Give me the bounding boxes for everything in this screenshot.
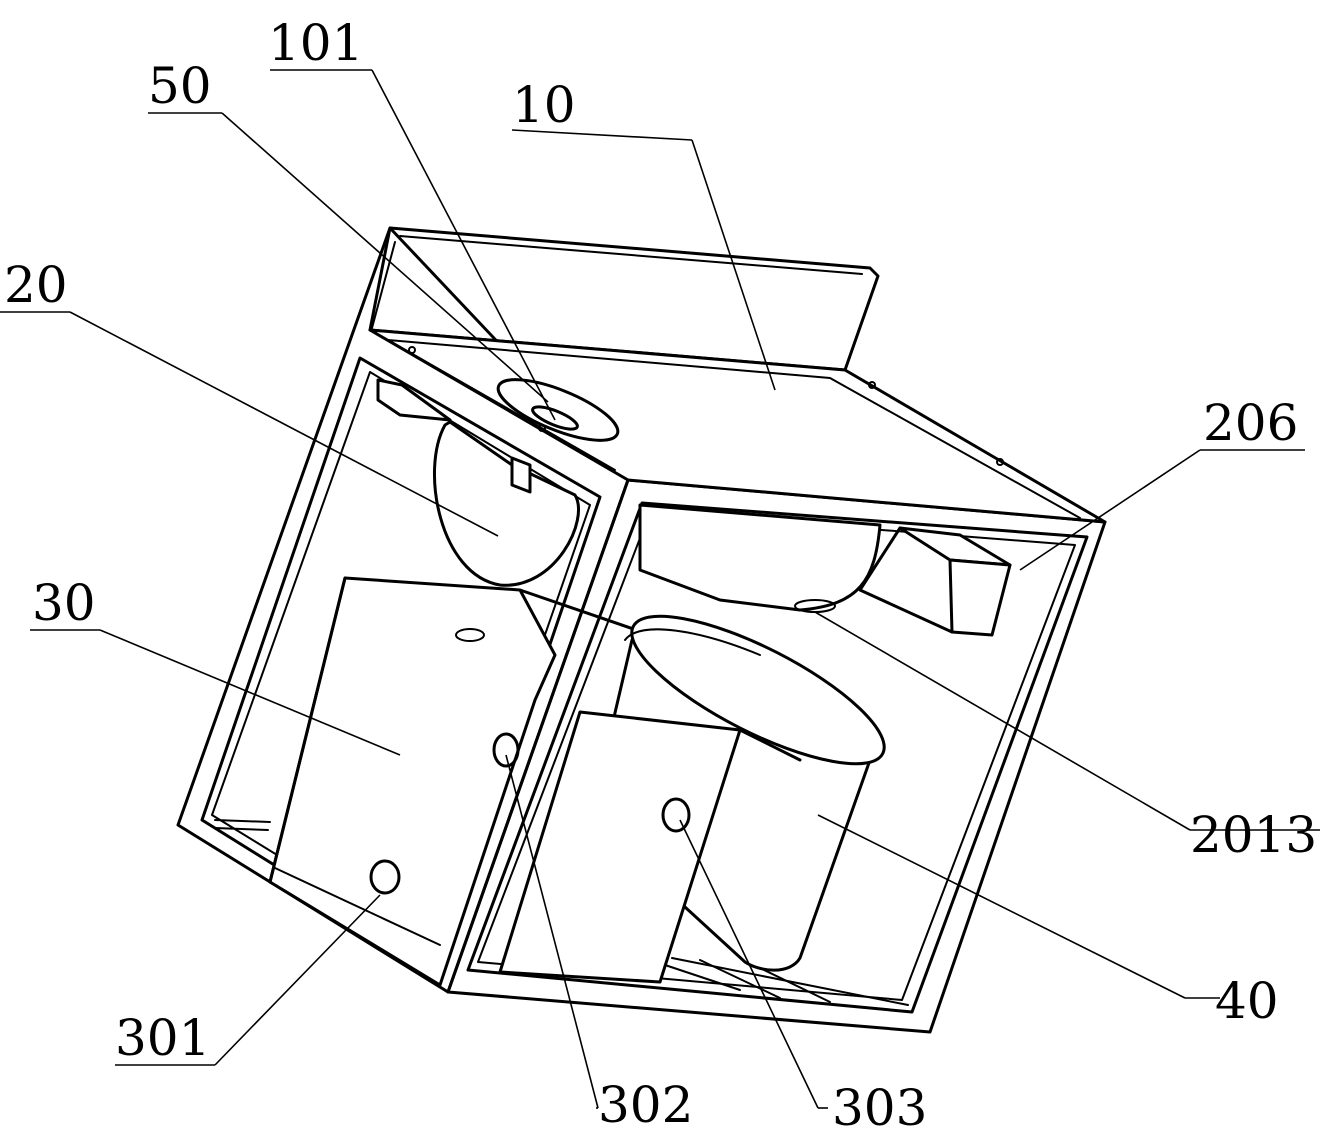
label-303: 303 (832, 1079, 927, 1135)
lid-10 (368, 328, 1107, 524)
component-2013 (638, 503, 882, 613)
label-50: 50 (148, 57, 212, 115)
component-206 (858, 526, 1012, 637)
label-10: 10 (512, 76, 576, 134)
component-20 (376, 378, 580, 587)
label-302: 302 (598, 1076, 693, 1134)
top-plate (368, 226, 880, 372)
label-30: 30 (32, 574, 96, 632)
leaders (0, 69, 1320, 1109)
label-20: 20 (4, 256, 68, 314)
front-box (498, 710, 802, 984)
labels: 101 50 10 20 206 30 2013 40 301 302 303 (4, 14, 1317, 1135)
label-101: 101 (268, 14, 363, 72)
label-40: 40 (1215, 972, 1279, 1030)
label-2013: 2013 (1190, 806, 1317, 864)
label-206: 206 (1203, 394, 1298, 452)
label-301: 301 (115, 1009, 210, 1067)
component-30 (268, 576, 842, 987)
bottom-slats (214, 819, 909, 1006)
